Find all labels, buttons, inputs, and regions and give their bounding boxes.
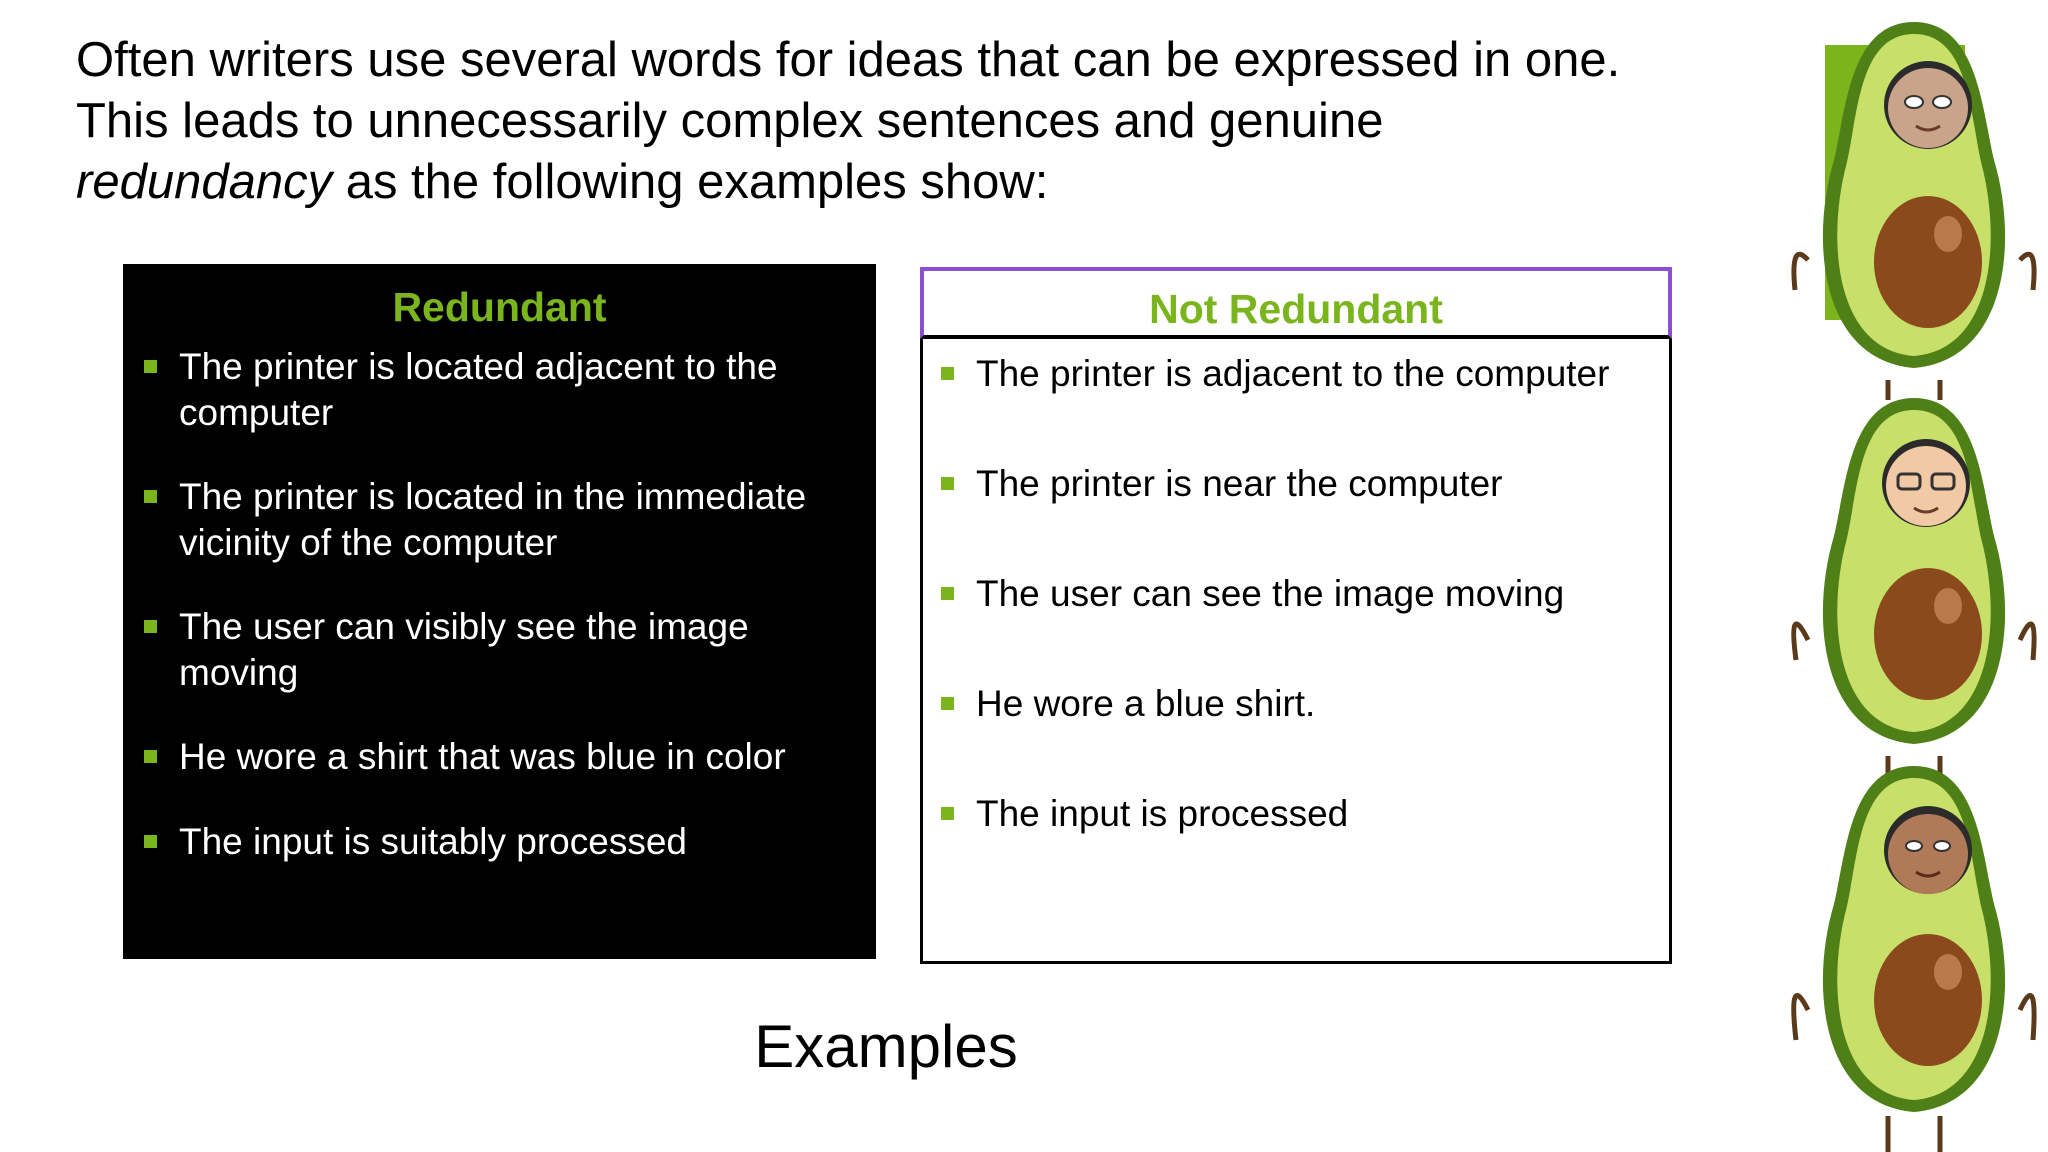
square-bullet-icon — [144, 750, 157, 763]
square-bullet-icon — [144, 360, 157, 373]
list-item: The input is processed — [938, 791, 1654, 837]
list-item: The printer is near the computer — [938, 461, 1654, 507]
square-bullet-icon — [941, 807, 954, 820]
square-bullet-icon — [144, 620, 157, 633]
square-bullet-icon — [941, 697, 954, 710]
list-item: The input is suitably processed — [141, 819, 856, 865]
list-item-text: The input is processed — [976, 793, 1349, 834]
list-item-text: The printer is near the computer — [976, 463, 1503, 504]
avocado-avatars — [1791, 22, 2037, 1152]
list-item-text: The input is suitably processed — [179, 821, 687, 862]
list-item: The user can see the image moving — [938, 571, 1654, 617]
examples-caption: Examples — [754, 1013, 1018, 1080]
intro-line-1: Often writers use several words for idea… — [76, 33, 1621, 87]
avocado-avatar-icon — [1791, 766, 2037, 1152]
intro-line-2: This leads to unnecessarily complex sent… — [76, 94, 1384, 148]
list-item-text: The printer is located in the immediate … — [179, 476, 807, 563]
list-item: The printer is adjacent to the computer — [938, 351, 1654, 397]
avocado-avatar-icon — [1791, 22, 2037, 400]
square-bullet-icon — [144, 835, 157, 848]
list-item-text: The printer is adjacent to the computer — [976, 353, 1610, 394]
list-item: The user can visibly see the image movin… — [141, 604, 856, 696]
redundant-heading: Redundant — [392, 284, 607, 330]
intro-line-3-rest: as the following examples show: — [332, 155, 1049, 209]
list-item-text: He wore a shirt that was blue in color — [179, 736, 786, 777]
list-item: The printer is located adjacent to the c… — [141, 344, 856, 436]
list-item-text: The user can visibly see the image movin… — [179, 606, 749, 693]
square-bullet-icon — [941, 477, 954, 490]
not-redundant-heading-box — [920, 267, 1672, 339]
list-item-text: He wore a blue shirt. — [976, 683, 1316, 724]
not-redundant-heading: Not Redundant — [1149, 286, 1443, 332]
intro-emphasis: redundancy — [76, 155, 333, 209]
list-item-text: The printer is located adjacent to the c… — [179, 346, 778, 433]
list-item: The printer is located in the immediate … — [141, 474, 856, 566]
list-item: He wore a blue shirt. — [938, 681, 1654, 727]
avatar-strip — [1780, 0, 2048, 1152]
avocado-avatar-glasses-icon — [1791, 398, 2037, 780]
square-bullet-icon — [144, 490, 157, 503]
list-item-text: The user can see the image moving — [976, 573, 1565, 614]
list-item: He wore a shirt that was blue in color — [141, 734, 856, 780]
square-bullet-icon — [941, 367, 954, 380]
not-redundant-panel: Not Redundant The printer is adjacent to… — [920, 267, 1672, 964]
redundant-panel: Redundant The printer is located adjacen… — [123, 264, 876, 959]
square-bullet-icon — [941, 587, 954, 600]
intro-line-3: redundancy as the following examples sho… — [76, 152, 1736, 213]
intro-text: Often writers use several words for idea… — [76, 30, 1736, 213]
